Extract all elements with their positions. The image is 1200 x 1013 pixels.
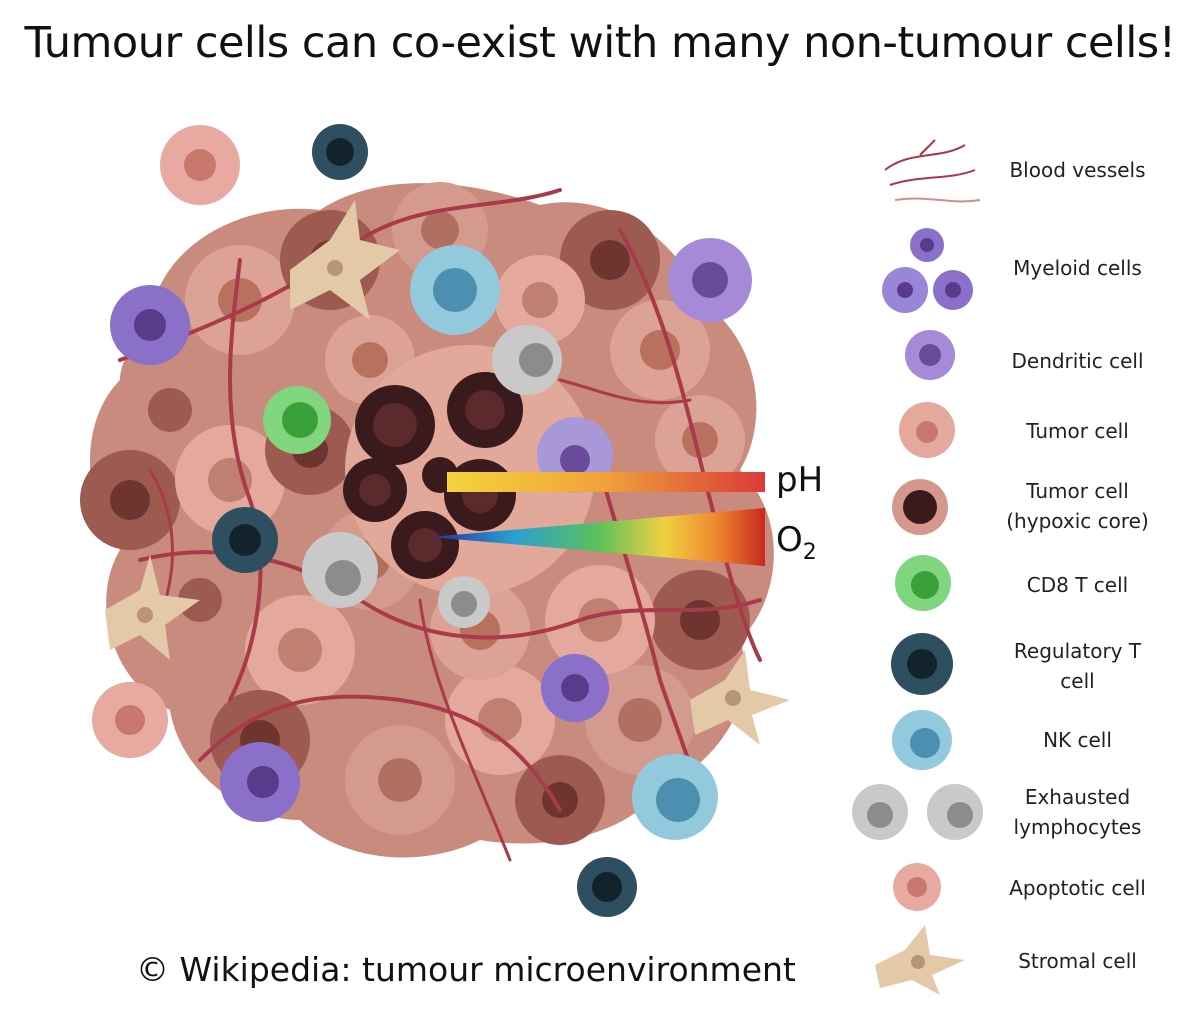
exhausted-lymphocyte [492,325,562,395]
stromal-cell [105,555,200,660]
regulatory-t-cell-icon [891,633,953,695]
o2-label: O2 [776,520,817,565]
myeloid-cell [541,654,609,722]
legend-label-tumor-cell: Tumor cell [1026,419,1129,443]
legend-label-stromal-cell: Stromal cell [1018,949,1137,973]
legend-label-apoptotic-cell: Apoptotic cell [1009,876,1146,900]
legend-label-hypoxic-tumor-cell: Tumor cell (hypoxic core) [1006,479,1149,533]
stromal-cell [290,200,400,320]
myeloid-cell [220,742,300,822]
legend-label-blood-vessels: Blood vessels [1009,158,1146,182]
apoptotic-cell [92,682,168,758]
regulatory-t-cell [312,124,368,180]
legend-label-nk-cell: NK cell [1043,728,1112,752]
o2-label-subscript: 2 [802,539,817,565]
cd8-t-cell-icon [895,555,951,611]
legend-label-dendritic-cell: Dendritic cell [1011,349,1144,373]
regulatory-t-cell [212,507,278,573]
exhausted-lymphocyte [302,532,378,608]
nk-cell [632,754,718,840]
stromal-cell [690,650,790,745]
myeloid-cell [110,285,190,365]
regulatory-t-cell [577,857,637,917]
tumor-cell-icon [899,402,955,458]
nk-cell [410,245,500,335]
legend-label-exhausted-lymphocytes: Exhausted lymphocytes [1013,785,1142,839]
apoptotic-cell [160,125,240,205]
o2-label-main: O [776,520,803,560]
cd8-t-cell [263,386,331,454]
nk-cell-icon [892,710,952,770]
myeloid-cells-icon [882,228,973,313]
dendritic-cell [668,238,752,322]
legend-label-cd8-t-cell: CD8 T cell [1026,573,1129,597]
hypoxic-tumor-cell-icon [892,479,948,535]
blood-vessels-icon [884,139,981,203]
page-title: Tumour cells can co-exist with many non-… [24,18,1176,68]
exhausted-lymphocyte [438,576,490,628]
legend-label-myeloid-cells: Myeloid cells [1013,256,1142,280]
diagram-cells [92,124,790,917]
o2-gradient [430,508,765,566]
tumor-cells [80,182,750,845]
apoptotic-cell-icon [893,863,941,911]
dendritic-cell-icon [905,330,955,380]
stromal-cell-icon [875,925,965,995]
credit: © Wikipedia: tumour microenvironment [136,950,796,989]
ph-label: pH [776,460,824,500]
legend-label-regulatory-t-cell: Regulatory T cell [1013,639,1142,693]
legend-icons [852,139,983,995]
exhausted-lymphocytes-icon [852,784,983,840]
ph-gradient [447,472,765,492]
